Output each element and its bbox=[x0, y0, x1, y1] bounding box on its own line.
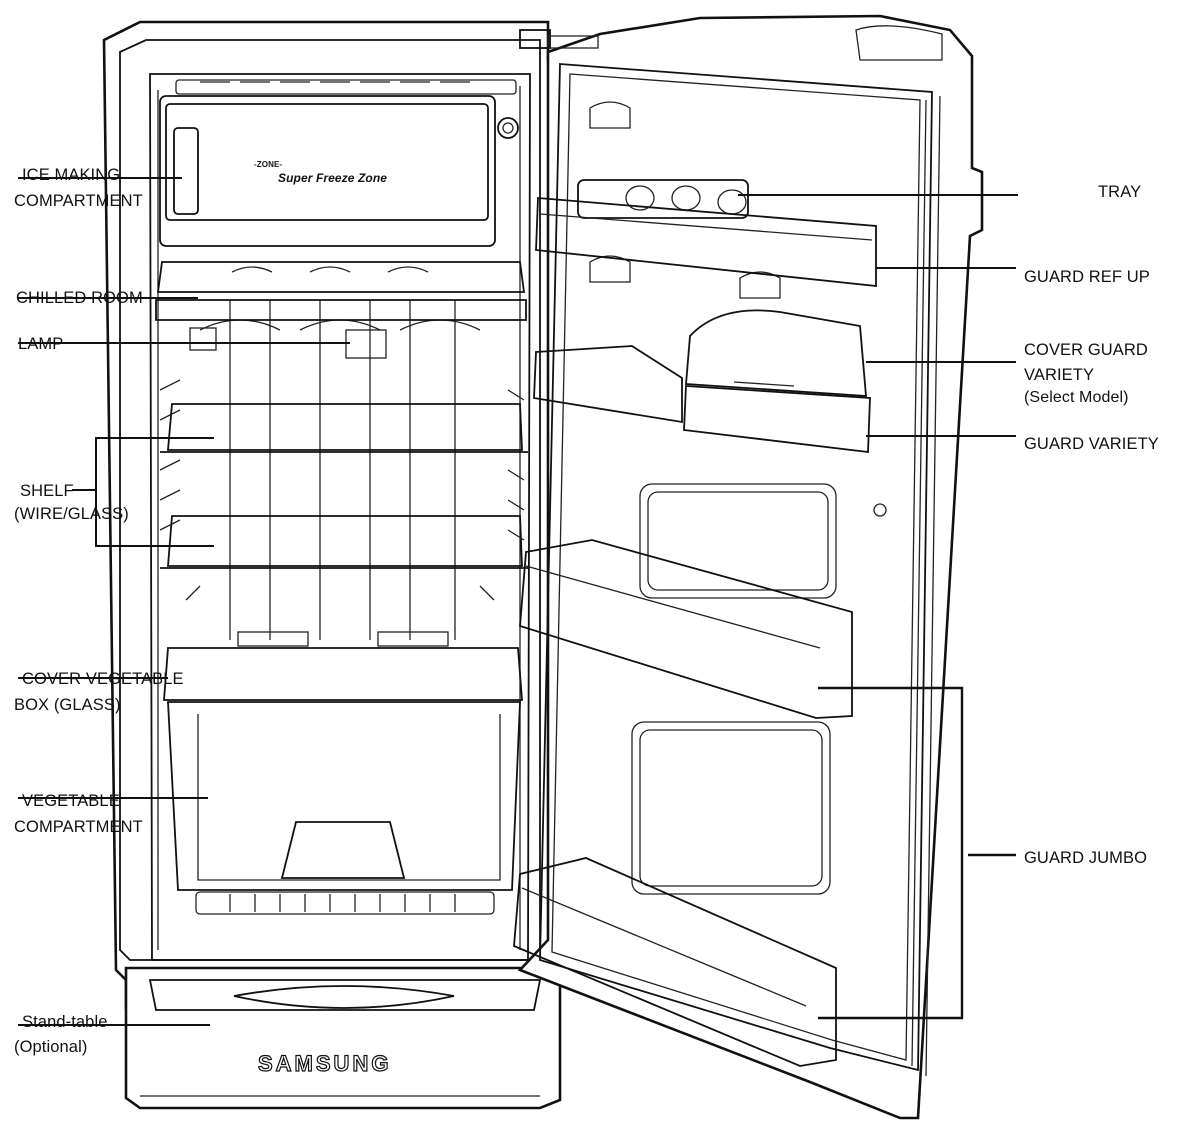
label-vegetable-line2: COMPARTMENT bbox=[14, 818, 143, 836]
label-tray: TRAY bbox=[1098, 183, 1142, 201]
label-vegetable-line1: VEGETABLE bbox=[22, 792, 120, 810]
label-guard-jumbo: GUARD JUMBO bbox=[1024, 849, 1148, 867]
label-cover-vegetable-line1: COVER VEGETABLE bbox=[22, 670, 184, 688]
label-guard-ref-up: GUARD REF UP bbox=[1024, 268, 1150, 286]
leader-lines-left bbox=[18, 177, 350, 1026]
label-lamp: LAMP bbox=[18, 335, 64, 353]
leader-lines-right bbox=[738, 194, 1018, 1020]
label-cover-vegetable-line2: BOX (GLASS) bbox=[14, 696, 121, 714]
freezer-compartment bbox=[159, 95, 519, 247]
label-chilled-room: CHILLED ROOM bbox=[16, 289, 143, 307]
label-shelf-line1: SHELF bbox=[20, 482, 74, 500]
label-shelf-line2: (WIRE/GLASS) bbox=[14, 505, 129, 523]
label-ice-making-line2: COMPARTMENT bbox=[14, 192, 143, 210]
label-cover-guard-line2: VARIETY bbox=[1024, 366, 1095, 384]
door bbox=[517, 14, 984, 1120]
label-cover-guard-line3: (Select Model) bbox=[1024, 389, 1129, 406]
shelves bbox=[159, 379, 528, 569]
label-stand-table-line1: Stand-table bbox=[22, 1013, 108, 1031]
door-bins bbox=[513, 179, 877, 1067]
chilled-room-tray bbox=[155, 261, 527, 359]
stand-table bbox=[124, 966, 562, 1110]
samsung-logo: SAMSUNG bbox=[257, 1050, 392, 1076]
label-ice-making-line1: ICE MAKING bbox=[22, 166, 121, 184]
label-cover-guard-line1: COVER GUARD bbox=[1024, 341, 1148, 359]
label-stand-table-line2: (Optional) bbox=[14, 1038, 88, 1056]
zone-small-text: -ZONE- bbox=[254, 160, 283, 169]
label-guard-variety: GUARD VARIETY bbox=[1024, 435, 1159, 453]
zone-main-text: Super Freeze Zone bbox=[278, 171, 388, 185]
